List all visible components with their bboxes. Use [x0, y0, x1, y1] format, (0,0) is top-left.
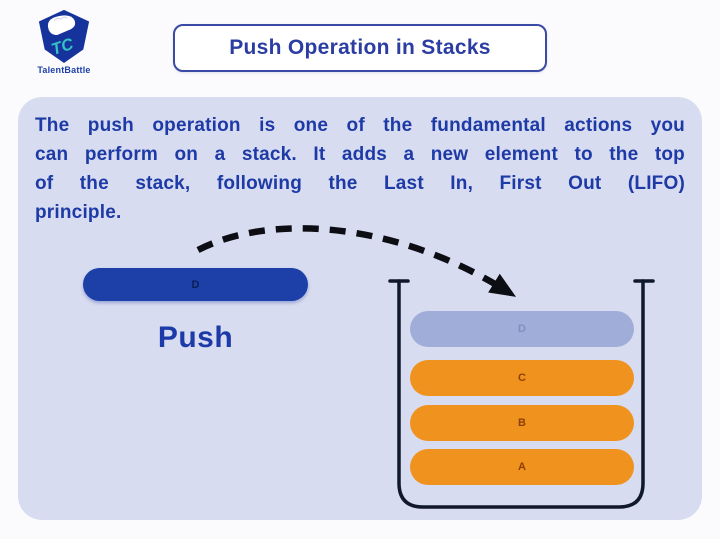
stack-item: B [410, 405, 634, 441]
brand-logo: TC TalentBattle [24, 8, 104, 75]
stack-item: A [410, 449, 634, 485]
title-banner: Push Operation in Stacks [173, 24, 547, 72]
description-line: of the stack, following the Last In, Fir… [35, 173, 685, 194]
push-element-label: D [191, 278, 200, 291]
stack-item-label: B [518, 417, 526, 429]
page-title: Push Operation in Stacks [229, 36, 491, 59]
push-element-pill: D [83, 268, 308, 301]
stack-item-label: A [518, 461, 526, 473]
description-line: can perform on a stack. It adds a new el… [35, 144, 685, 165]
stack-item-label: C [518, 372, 526, 384]
shield-logo-icon: TC [38, 9, 90, 64]
stack-item: C [410, 360, 634, 396]
push-caption: Push [157, 321, 234, 354]
brand-name: TalentBattle [37, 65, 91, 75]
stack-item-label: D [518, 323, 526, 335]
description-paragraph: The push operation is one of the fundame… [35, 111, 685, 227]
stack-item-incoming: D [410, 311, 634, 347]
description-line: The push operation is one of the fundame… [35, 115, 685, 136]
description-line: principle. [35, 202, 122, 223]
